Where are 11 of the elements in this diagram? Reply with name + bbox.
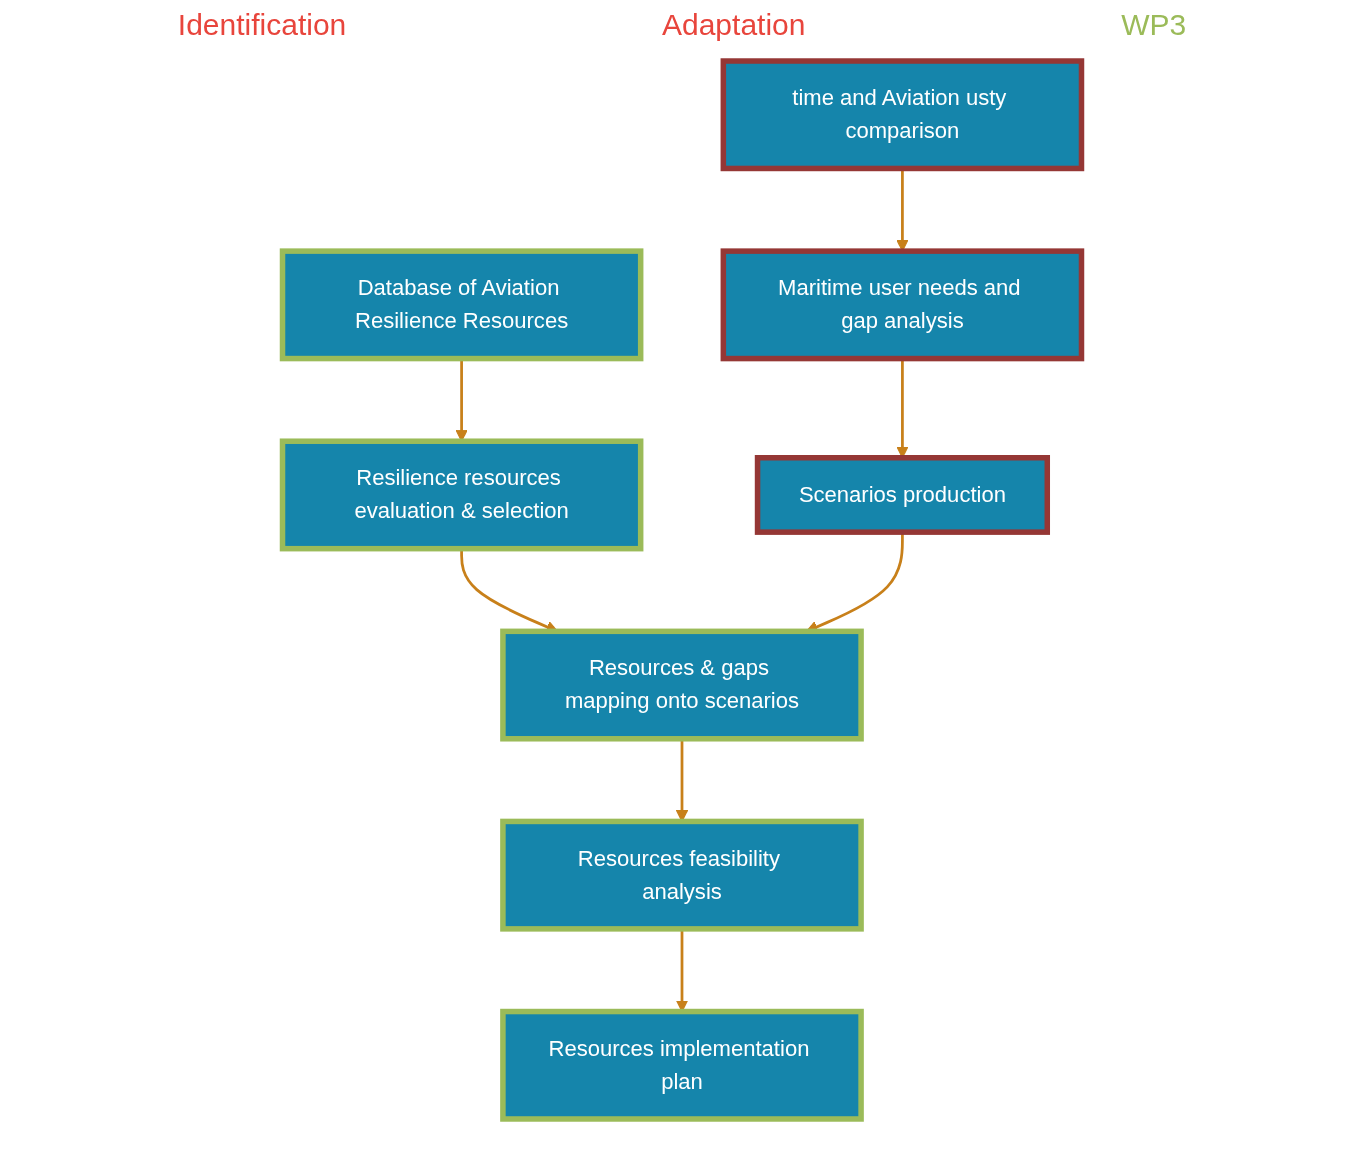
node-box: Resources feasibility analysis [500,818,864,932]
node-box: Resources & gaps mapping onto scenarios [500,628,864,742]
node-box: Resources implementation plan [500,1008,864,1122]
node-box: Database of Aviation Resilience Resources [279,248,644,362]
column-heading: Identification [177,8,347,42]
node-box: time and Aviation usty comparison [720,58,1085,172]
work-package-label: WP3 [1121,8,1187,42]
node-box: Maritime user needs and gap analysis [720,248,1085,362]
node-box: Scenarios production [754,455,1051,535]
node-box: Resilience resources evaluation & selection [279,438,644,552]
column-heading: Adaptation [662,8,806,42]
